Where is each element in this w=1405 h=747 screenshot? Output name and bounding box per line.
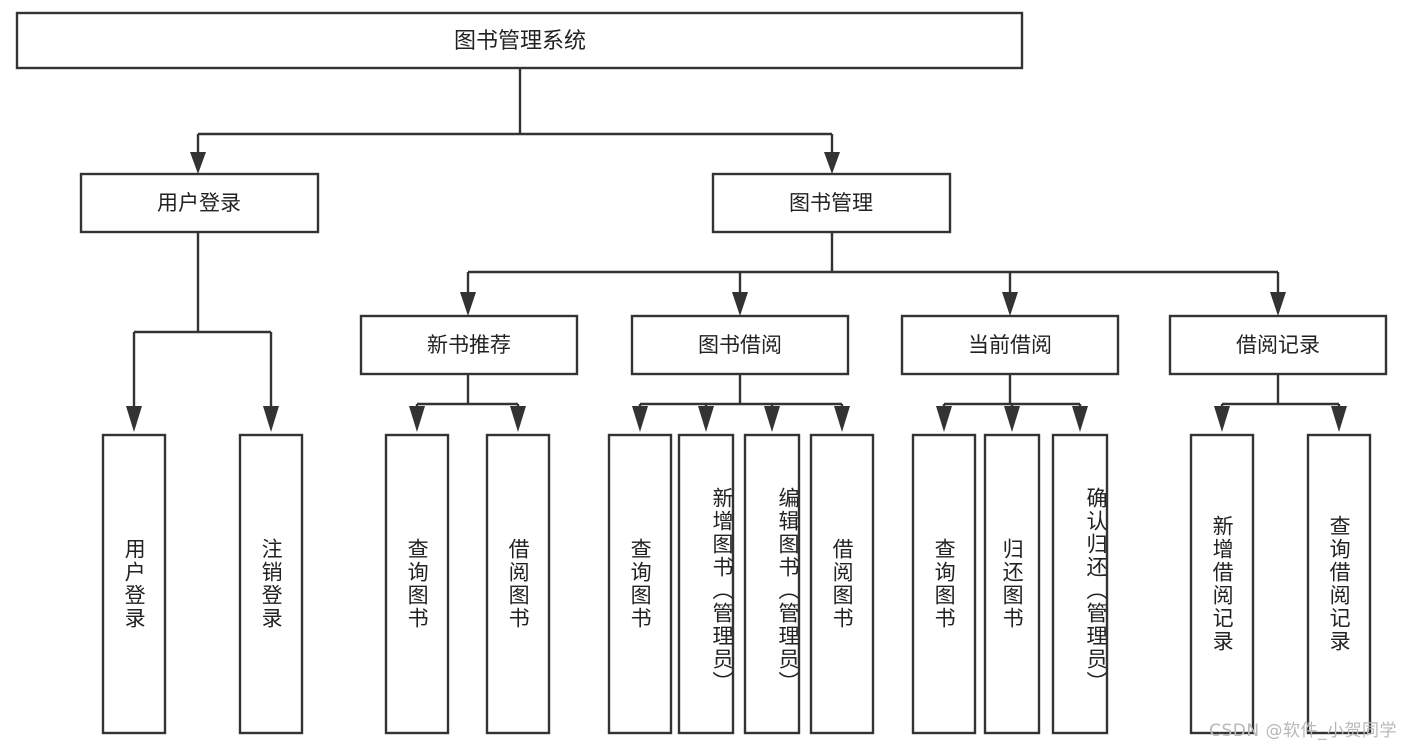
arrow-head-user-login — [190, 152, 206, 174]
leaf-box-cb-return-book[interactable] — [983, 433, 1041, 735]
node-book-borrow[interactable]: 图书借阅 — [630, 314, 850, 376]
node-new-book-recommend-box[interactable] — [359, 314, 579, 376]
node-book-management[interactable]: 图书管理 — [711, 172, 952, 234]
arrow-head-cb-query-book — [936, 406, 952, 432]
arrow-head-leaf-logout — [263, 406, 279, 432]
leaf-box-bb-edit-book[interactable] — [743, 433, 801, 735]
node-root-box[interactable] — [15, 11, 1024, 70]
connector-group-user-login — [126, 232, 279, 432]
node-user-login-box[interactable] — [79, 172, 320, 234]
node-book-borrow-label: 图书借阅 — [698, 333, 782, 357]
node-borrow-record-label: 借阅记录 — [1236, 333, 1320, 357]
connector-group-new-book-recommend — [409, 374, 526, 432]
node-book-borrow-box[interactable] — [630, 314, 850, 376]
connector-group-book-manage — [460, 232, 1286, 316]
arrow-head-new-book-recommend — [460, 292, 476, 316]
arrow-head-cb-return-book — [1004, 406, 1020, 432]
leaf-box-logout[interactable] — [238, 433, 304, 735]
node-book-management-box[interactable] — [711, 172, 952, 234]
leaf-box-user-login[interactable] — [101, 433, 167, 735]
connector-group-root — [190, 68, 840, 174]
node-root-label: 图书管理系统 — [454, 29, 586, 54]
arrow-head-nbr-borrow-book — [510, 406, 526, 432]
node-root-book-management-system[interactable]: 图书管理系统 — [15, 11, 1024, 70]
leaf-box-br-query-record[interactable] — [1306, 433, 1372, 735]
node-current-borrow-label: 当前借阅 — [968, 333, 1052, 357]
node-current-borrow[interactable]: 当前借阅 — [900, 314, 1120, 376]
arrow-head-book-borrow — [732, 292, 748, 316]
arrow-head-bb-add-book — [698, 406, 714, 432]
arrow-head-current-borrow — [1002, 292, 1018, 316]
arrow-head-br-query-record — [1331, 406, 1347, 432]
leaf-box-bb-query-book[interactable] — [607, 433, 673, 735]
leaf-box-nbr-query-book[interactable] — [384, 433, 450, 735]
node-user-login-label: 用户登录 — [157, 191, 241, 215]
node-borrow-record-box[interactable] — [1168, 314, 1388, 376]
leaf-box-cb-query-book[interactable] — [911, 433, 977, 735]
arrow-head-book-manage — [824, 152, 840, 174]
arrow-head-nbr-query-book — [409, 406, 425, 432]
node-new-book-recommend[interactable]: 新书推荐 — [359, 314, 579, 376]
arrow-head-bb-edit-book — [764, 406, 780, 432]
arrow-head-br-add-record — [1214, 406, 1230, 432]
node-current-borrow-box[interactable] — [900, 314, 1120, 376]
arrow-head-borrow-record — [1270, 292, 1286, 316]
node-book-management-label: 图书管理 — [789, 191, 873, 215]
arrow-head-leaf-user-login — [126, 406, 142, 432]
leaf-box-nbr-borrow-book[interactable] — [485, 433, 551, 735]
node-borrow-record[interactable]: 借阅记录 — [1168, 314, 1388, 376]
node-new-book-recommend-label: 新书推荐 — [427, 333, 511, 357]
connector-group-borrow-record — [1214, 374, 1347, 432]
leaf-box-bb-borrow-book[interactable] — [809, 433, 875, 735]
node-user-login[interactable]: 用户登录 — [79, 172, 320, 234]
leaf-box-bb-add-book[interactable] — [677, 433, 735, 735]
arrow-head-cb-confirm-return — [1072, 406, 1088, 432]
connector-group-current-borrow — [936, 374, 1088, 432]
arrow-head-bb-query-book — [632, 406, 648, 432]
leaf-box-cb-confirm-return[interactable] — [1051, 433, 1109, 735]
arrow-head-bb-borrow-book — [834, 406, 850, 432]
leaf-box-br-add-record[interactable] — [1189, 433, 1255, 735]
connector-group-book-borrow — [632, 374, 850, 432]
